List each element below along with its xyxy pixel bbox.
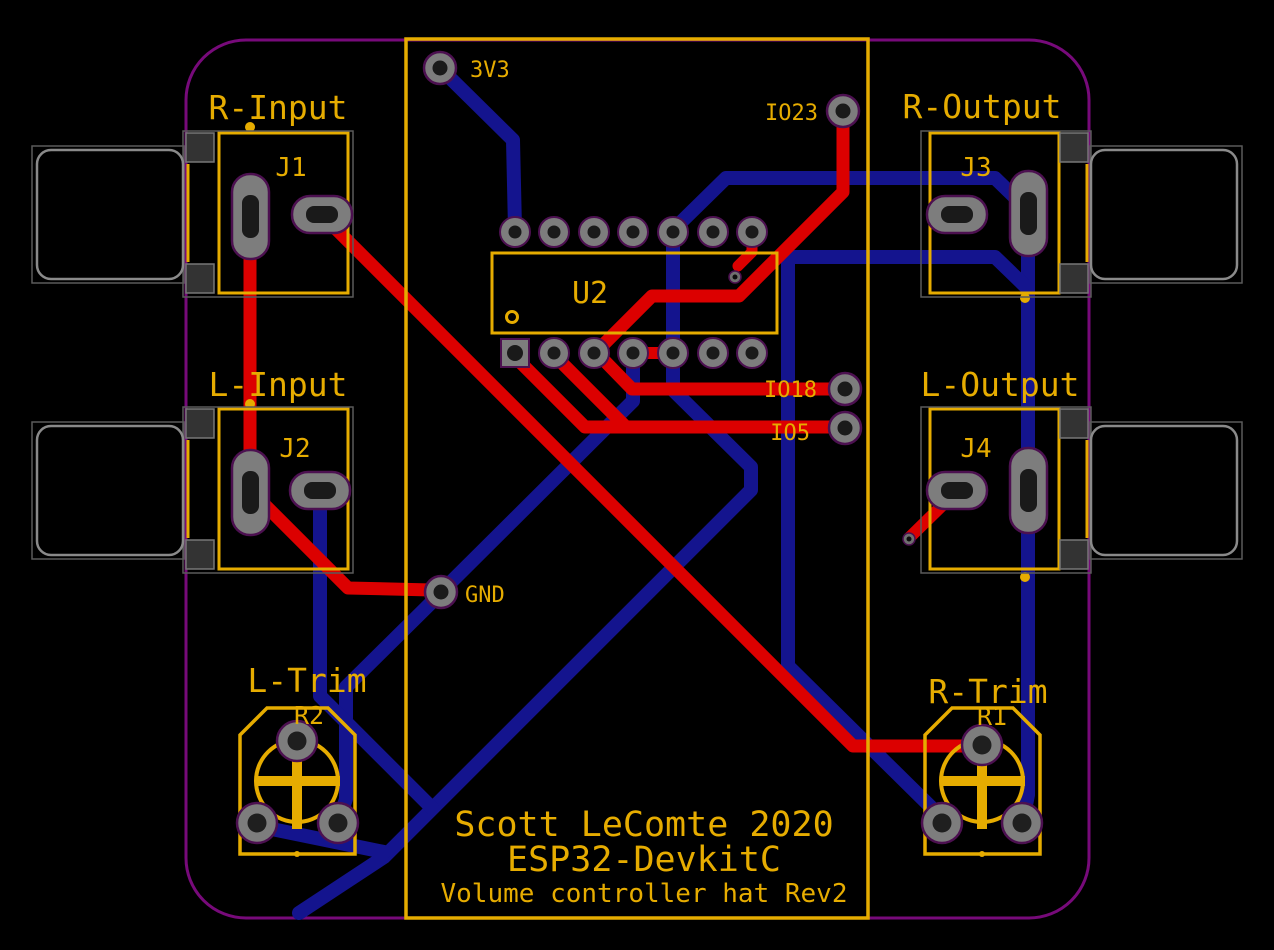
refdes-r2: R2 [294, 701, 324, 730]
refdes-u2: U2 [572, 276, 608, 311]
r2-dot [294, 851, 300, 857]
label-r-output: R-Output [903, 87, 1062, 126]
label-l-input: L-Input [208, 365, 347, 404]
jack-bodies [35, 148, 1239, 557]
u2-pin1-mark [505, 310, 519, 324]
title-module: ESP32-DevkitC [507, 840, 781, 880]
refdes-j1: J1 [275, 153, 306, 183]
label-l-output: L-Output [921, 365, 1080, 404]
j3-body-outer [1089, 145, 1243, 284]
j1-pads[interactable] [230, 172, 354, 261]
jack-edge-blocks [185, 132, 1089, 570]
trace-gnd-u2[interactable] [435, 350, 640, 598]
r1-dot [979, 851, 985, 857]
silkscreen-text: R-Input L-Input R-Output L-Output L-Trim… [208, 58, 1079, 909]
trace-branch-horizontal[interactable] [781, 250, 1033, 294]
j3-polarity-dot [1020, 293, 1030, 303]
u2-pads[interactable] [499, 216, 768, 369]
j1-body [35, 148, 185, 281]
j1-polarity-dot [245, 122, 255, 132]
refdes-j2: J2 [279, 434, 310, 464]
j2-pads[interactable] [230, 448, 352, 537]
trace-j2-gnd[interactable] [243, 483, 439, 597]
trace-r2-bottom[interactable] [255, 820, 391, 859]
label-r-trim: R-Trim [928, 672, 1047, 711]
label-l-trim: L-Trim [247, 661, 366, 700]
j2-body-outer [31, 421, 185, 560]
trace-3v3-u2[interactable] [433, 61, 522, 236]
refdes-j4: J4 [960, 434, 991, 464]
esp32-module-outline[interactable] [404, 37, 870, 920]
vias[interactable] [728, 270, 916, 546]
trace-u2-pin1-branch[interactable] [507, 349, 637, 434]
label-r-input: R-Input [208, 88, 347, 127]
trace-io23-u2[interactable] [589, 106, 850, 359]
netlabel-io23: IO23 [765, 101, 818, 126]
jack-pads [230, 169, 1049, 537]
netlabel-3v3: 3V3 [470, 58, 510, 83]
net-pads[interactable] [422, 50, 863, 610]
j4-body-outer [1089, 421, 1243, 560]
back-copper-traces [255, 61, 1035, 920]
j1-body-outer [31, 145, 185, 284]
j4-polarity-dot [1020, 572, 1030, 582]
j4-pads[interactable] [925, 446, 1049, 535]
trace-j1-r1[interactable] [315, 208, 985, 753]
title-author: Scott LeComte 2020 [454, 805, 833, 845]
refdes-r1: R1 [977, 702, 1007, 731]
title-rev: Volume controller hat Rev2 [441, 879, 848, 909]
netlabel-io18: IO18 [764, 378, 817, 403]
refdes-j3: J3 [960, 153, 991, 183]
netlabel-gnd: GND [465, 583, 505, 608]
j2-body [35, 424, 185, 557]
trace-u2-io18[interactable] [589, 345, 850, 396]
u2-outline[interactable] [490, 251, 779, 335]
j3-body [1089, 148, 1239, 281]
netlabel-io5: IO5 [770, 421, 810, 446]
trimmer-pads[interactable] [235, 719, 1044, 845]
j4-body [1089, 424, 1239, 557]
j3-pads[interactable] [925, 169, 1049, 258]
